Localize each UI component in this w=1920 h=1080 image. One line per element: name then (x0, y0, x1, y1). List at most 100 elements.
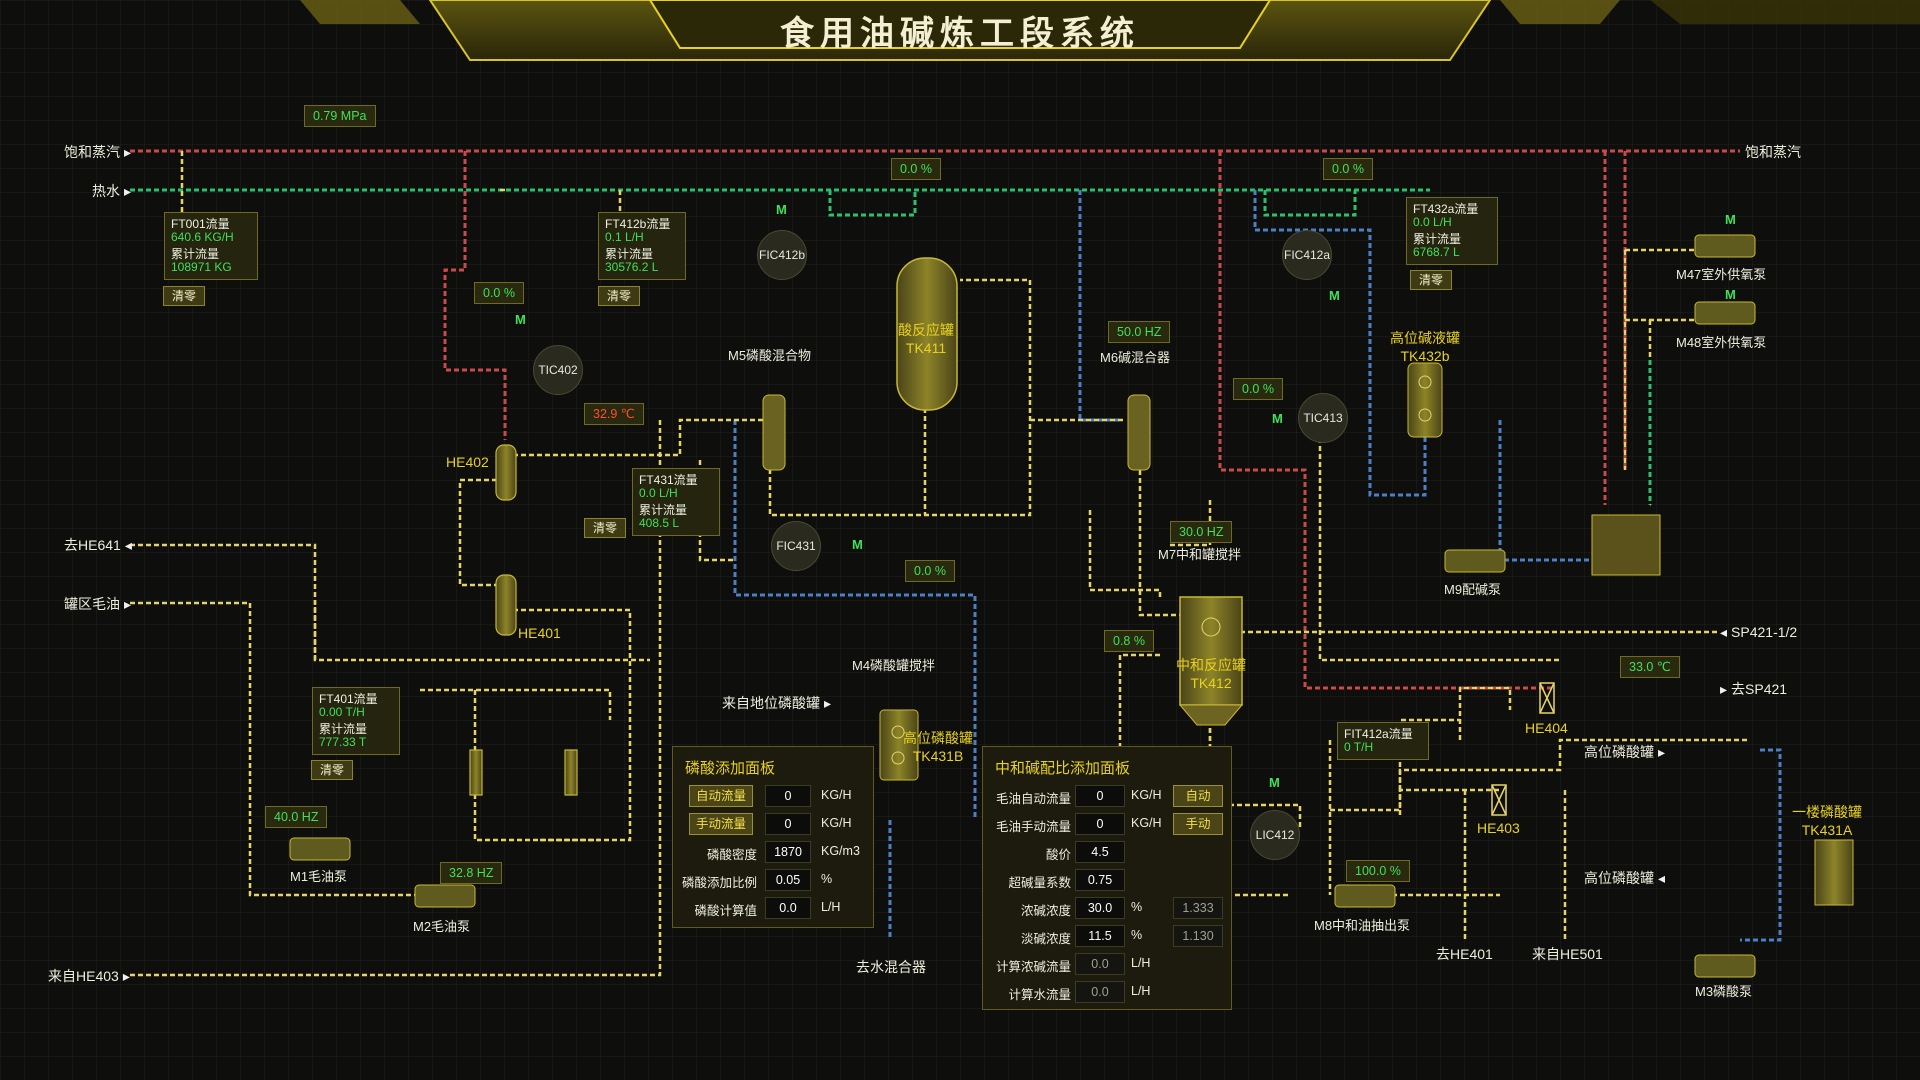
freq-m1[interactable]: 40.0 HZ (265, 806, 328, 828)
label-high-acid-1: 高位磷酸罐▸ (1584, 744, 1666, 760)
unit: KG/H (821, 788, 852, 802)
crude-manual-flow-value[interactable]: 0 (1075, 813, 1125, 835)
acid-panel-title: 磷酸添加面板 (685, 760, 776, 777)
temp-sp421: 33.0 ℃ (1620, 656, 1680, 678)
conc-input[interactable]: 30.0 (1075, 897, 1125, 919)
acid-value-input[interactable]: 4.5 (1075, 841, 1125, 863)
controller-lic412[interactable]: LIC412 (1250, 810, 1300, 860)
unit: % (1131, 900, 1143, 914)
valve-opening-1[interactable]: 0.0 % (474, 282, 524, 304)
valve-opening-2[interactable]: 0.0 % (891, 158, 941, 180)
manual-mode-button[interactable]: 手动 (1173, 813, 1223, 835)
valve-opening-4[interactable]: 0.0 % (1233, 378, 1283, 400)
unit: L/H (1131, 984, 1151, 998)
motor-m-marker: M (1725, 212, 1736, 227)
reset-ft401-button[interactable]: 清零 (311, 760, 354, 780)
motor-m-marker: M (1269, 775, 1280, 790)
acid-calc-label: 磷酸计算值 (694, 904, 757, 918)
unit: KG/H (1131, 788, 1162, 802)
calc-water-label: 计算水流量 (1008, 988, 1071, 1002)
he402-label: HE402 (446, 454, 489, 470)
m47-label: M47室外供氧泵 (1676, 267, 1767, 282)
acid-auto-flow-button[interactable]: 自动流量 (689, 785, 753, 807)
steam-pipes (130, 149, 1740, 690)
unit: L/H (1131, 956, 1151, 970)
pumps (289, 234, 1756, 978)
reset-ft001-button[interactable]: 清零 (163, 286, 206, 306)
valve-opening-5[interactable]: 0.0 % (905, 560, 955, 582)
label-hot-water: 热水▸ (92, 183, 132, 199)
tank-tk411 (896, 257, 958, 411)
motor-m-marker: M (1329, 288, 1340, 303)
tank-tk432b (1407, 362, 1443, 438)
motor-m-marker: M (515, 312, 526, 327)
valve-opening-3[interactable]: 0.0 % (1323, 158, 1373, 180)
pressure-readout: 0.79 MPa (304, 105, 376, 127)
crude-manual-flow-label: 毛油手动流量 (995, 820, 1071, 834)
controller-fic431[interactable]: FIC431 (771, 521, 821, 571)
reset-ft431-button[interactable]: 清零 (584, 518, 627, 538)
controller-fic412a[interactable]: FIC412a (1282, 230, 1332, 280)
dilute-input[interactable]: 11.5 (1075, 925, 1125, 947)
he404-label: HE404 (1525, 720, 1568, 736)
label-to-sp421: ▸去SP421 (1720, 681, 1788, 697)
m4-label: M4磷酸罐搅拌 (852, 658, 936, 673)
acid-density-value[interactable]: 1870 (765, 841, 811, 863)
controller-tic413[interactable]: TIC413 (1298, 393, 1348, 443)
label-to-he641: 去HE641◂ (64, 537, 132, 553)
calc-conc-value: 0.0 (1075, 953, 1125, 975)
freq-m6[interactable]: 50.0 HZ (1108, 321, 1171, 343)
label-to-water-mixer: 去水混合器 (856, 959, 926, 975)
heat-exchangers (469, 444, 578, 796)
freq-m7[interactable]: 30.0 HZ (1170, 521, 1233, 543)
controller-tic402[interactable]: TIC402 (533, 345, 583, 395)
excess-input[interactable]: 0.75 (1075, 869, 1125, 891)
m9-label: M9配碱泵 (1444, 582, 1502, 597)
label-from-ground-acid: 来自地位磷酸罐▸ (722, 695, 832, 711)
acid-ratio-label: 磷酸添加比例 (681, 876, 757, 890)
acid-manual-flow-value[interactable]: 0 (765, 813, 811, 835)
freq-m2[interactable]: 32.8 HZ (440, 862, 503, 884)
motor-m-marker: M (1725, 287, 1736, 302)
m3-label: M3磷酸泵 (1695, 984, 1753, 999)
crude-auto-flow-label: 毛油自动流量 (995, 792, 1071, 806)
dilute-density-value: 1.130 (1173, 925, 1223, 947)
m1-label: M1毛油泵 (290, 869, 348, 884)
unit: KG/H (1131, 816, 1162, 830)
alkali-ratio-panel: 中和碱配比添加面板 毛油自动流量 0 KG/H 自动 毛油手动流量 0 KG/H… (982, 746, 1232, 1010)
controller-fic412b[interactable]: FIC412b (757, 230, 807, 280)
unit: L/H (821, 900, 841, 914)
auto-mode-button[interactable]: 自动 (1173, 785, 1223, 807)
acid-auto-flow-value[interactable]: 0 (765, 785, 811, 807)
calc-water-value: 0.0 (1075, 981, 1125, 1003)
crude-auto-flow-value[interactable]: 0 (1075, 785, 1125, 807)
m6-label: M6碱混合器 (1100, 350, 1171, 365)
acid-ratio-value[interactable]: 0.05 (765, 869, 811, 891)
reset-ft432a-button[interactable]: 清零 (1410, 270, 1453, 290)
unit: % (821, 872, 833, 886)
acid-value-label: 酸价 (1045, 848, 1071, 862)
header-banner (300, 0, 1920, 61)
m2-label: M2毛油泵 (413, 919, 471, 934)
tank-tk412 (1178, 596, 1244, 726)
pct-m8: 100.0 % (1346, 860, 1410, 882)
he-symbols (1491, 682, 1555, 816)
label-steam-out: 饱和蒸汽 (1745, 144, 1801, 160)
excess-label: 超碱量系数 (1008, 876, 1071, 890)
acid-density-label: 磷酸密度 (706, 848, 757, 862)
unit: KG/H (821, 816, 852, 830)
temp-he402: 32.9 ℃ (584, 403, 644, 425)
m48-label: M48室外供氧泵 (1676, 335, 1767, 350)
he403-label: HE403 (1477, 820, 1520, 836)
he401-label: HE401 (518, 625, 561, 641)
motor-m-marker: M (776, 202, 787, 217)
acid-manual-flow-button[interactable]: 手动流量 (689, 813, 753, 835)
label-steam-in: 饱和蒸汽▸ (64, 144, 132, 160)
reset-ft412b-button[interactable]: 清零 (598, 286, 641, 306)
